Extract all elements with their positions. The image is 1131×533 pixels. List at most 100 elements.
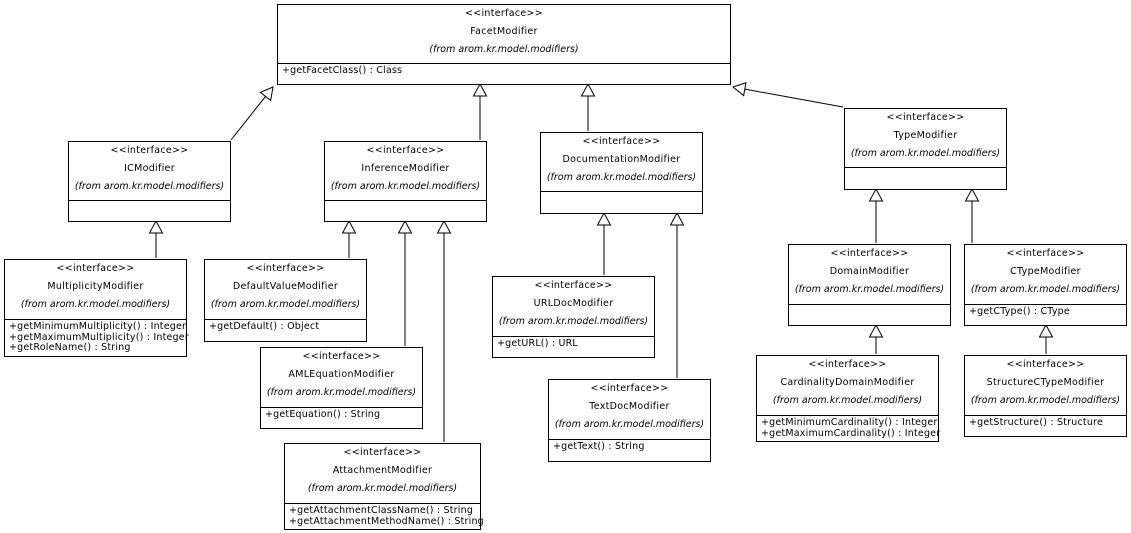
operations-compartment: +getURL() : URL	[493, 337, 654, 357]
generalization-arrowhead-type-modifier	[731, 82, 747, 97]
package-note: (from arom.kr.model.modifiers)	[554, 419, 705, 430]
name-compartment: <<interface>>StructureCTypeModifier(from…	[965, 356, 1126, 416]
package-note: (from arom.kr.model.modifiers)	[266, 387, 417, 398]
operations-compartment: +getEquation() : String	[261, 408, 422, 428]
operation: +getMinimumCardinality() : Integer	[761, 417, 938, 428]
class-cardinality-domain-modifier: <<interface>>CardinalityDomainModifier(f…	[756, 355, 941, 442]
class-name: StructureCTypeModifier	[986, 377, 1105, 388]
operations-compartment: +getStructure() : Structure	[965, 416, 1126, 436]
package-note: (from arom.kr.model.modifiers)	[307, 483, 458, 494]
stereotype: <<interface>>	[886, 112, 965, 123]
class-name: TypeModifier	[893, 130, 958, 141]
operation: +getAttachmentMethodName() : String	[289, 515, 484, 527]
operations-compartment	[69, 201, 230, 221]
generalization-line-ic-modifier	[230, 96, 266, 141]
generalization-arrowhead-documentation-modifier	[580, 82, 596, 97]
class-inference-modifier: <<interface>>InferenceModifier(from arom…	[324, 141, 487, 222]
operations-compartment: +getCType() : CType	[965, 305, 1126, 325]
generalization-line-type-modifier	[744, 88, 844, 108]
class-name: CTypeModifier	[1010, 266, 1081, 277]
class-aml-equation-modifier: <<interface>> AMLEquationModifier (from ar…	[260, 347, 423, 429]
package-note: (from arom.kr.model.modifiers)	[74, 181, 225, 192]
class-c-type-modifier: <<interface>> CTypeModifier (from arom.kr.…	[964, 244, 1127, 326]
name-compartment: <<interface>>DomainModifier(from arom.kr…	[789, 245, 950, 305]
generalization-arrowhead-attachment-modifier	[436, 219, 452, 234]
operation: +getText() : String	[553, 441, 645, 452]
name-compartment: <<interface>> CTypeModifier (from arom.kr.…	[965, 245, 1126, 305]
class-name: MultiplicityModifier	[47, 281, 144, 292]
operation: +getFacetClass() : Class	[282, 65, 403, 76]
stereotype: <<interface>>	[302, 351, 381, 362]
class-text-doc-modifier: <<interface>> TextDocModifier (from arom.k…	[548, 379, 711, 462]
class-domain-modifier: <<interface>>DomainModifier(from arom.kr…	[788, 244, 951, 326]
class-name: CardinalityDomainModifier	[780, 377, 915, 388]
operations-compartment: +getText() : String	[549, 440, 710, 461]
class-name: DefaultValueModifier	[232, 281, 339, 292]
generalization-arrowhead-ic-modifier	[259, 86, 274, 102]
name-compartment: <<interface>>InferenceModifier(from arom…	[325, 142, 486, 201]
class-url-doc-modifier: <<interface>>URLDocModifier(from arom.kr…	[492, 276, 655, 358]
class-name: TextDocModifier	[589, 401, 670, 412]
stereotype: <<interface>>	[534, 280, 613, 291]
stereotype: <<interface>>	[1006, 359, 1085, 370]
stereotype: <<interface>>	[1006, 248, 1085, 259]
package-note: (from arom.kr.model.modifiers)	[970, 284, 1121, 295]
name-compartment: <<interface>> TextDocModifier (from arom.k…	[549, 380, 710, 440]
name-compartment: <<interface>> AMLEquationModifier (from ar…	[261, 348, 422, 408]
class-facet-modifier: <<interface>> FacetModifier (from arom.kr.…	[277, 4, 731, 85]
operations-compartment	[541, 192, 702, 213]
class-structure-c-type-modifier: <<interface>>StructureCTypeModifier(from…	[964, 355, 1127, 437]
class-name: ICModifier	[124, 163, 175, 174]
class-name: AttachmentModifier	[332, 465, 433, 476]
operations-compartment	[845, 168, 1006, 189]
name-compartment: <<interface>>DocumentationModifier(from …	[541, 133, 702, 192]
operations-compartment	[789, 305, 950, 325]
name-compartment: <<interface>>DefaultValueModifier(from a…	[205, 260, 366, 320]
operations-compartment	[325, 201, 486, 221]
operation: +getStructure() : Structure	[969, 417, 1103, 428]
generalization-arrowhead-default-value-modifier	[341, 219, 357, 234]
class-documentation-modifier: <<interface>>DocumentationModifier(from …	[540, 132, 703, 214]
generalization-arrowhead-multiplicity-modifier	[148, 219, 164, 234]
operation: +getAttachmentClassName() : String	[289, 505, 474, 516]
package-note: (from arom.kr.model.modifiers)	[20, 299, 171, 310]
package-note: (from arom.kr.model.modifiers)	[429, 44, 579, 55]
name-compartment: <<interface>>ICModifier(from arom.kr.mod…	[69, 142, 230, 201]
generalization-arrowhead-text-doc-modifier	[669, 211, 685, 226]
class-name: DomainModifier	[829, 266, 910, 277]
package-note: (from arom.kr.model.modifiers)	[210, 299, 361, 310]
package-note: (from arom.kr.model.modifiers)	[330, 181, 481, 192]
class-attachment-modifier: <<interface>> AttachmentModifier (from aro…	[284, 443, 484, 530]
name-compartment: <<interface>>URLDocModifier(from arom.kr…	[493, 277, 654, 337]
name-compartment: <<interface>> TypeModifier (from arom.kr.m…	[845, 109, 1006, 168]
stereotype: <<interface>>	[464, 8, 544, 19]
generalization-arrowhead-url-doc-modifier	[596, 211, 612, 226]
operation: +getMinimumMultiplicity() : Integer	[9, 321, 187, 332]
operation: +getCType() : CType	[969, 306, 1070, 317]
name-compartment: <<interface>> MultiplicityModifier (from a…	[5, 260, 186, 320]
generalization-arrowhead-c-type-modifier	[964, 187, 980, 202]
generalization-arrowhead-domain-modifier	[868, 187, 884, 202]
stereotype: <<interface>>	[830, 248, 909, 259]
stereotype: <<interface>>	[56, 263, 135, 274]
operation: +getURL() : URL	[497, 338, 578, 349]
package-note: (from arom.kr.model.modifiers)	[850, 148, 1001, 159]
operation: +getMaximumCardinality() : Integer	[761, 427, 941, 439]
class-default-value-modifier: <<interface>>DefaultValueModifier(from a…	[204, 259, 367, 342]
stereotype: <<interface>>	[582, 136, 661, 147]
class-name: FacetModifier	[470, 26, 538, 37]
class-name: URLDocModifier	[533, 298, 614, 309]
name-compartment: <<interface>> FacetModifier (from arom.kr.…	[278, 5, 730, 64]
package-note: (from arom.kr.model.modifiers)	[546, 172, 697, 183]
stereotype: <<interface>>	[343, 447, 422, 458]
generalization-arrowhead-structure-c-type-modifier	[1038, 323, 1054, 338]
class-name: AMLEquationModifier	[288, 369, 395, 380]
stereotype: <<interface>>	[366, 145, 445, 156]
operation: +getEquation() : String	[265, 409, 381, 420]
generalization-arrowhead-inference-modifier	[472, 82, 488, 97]
stereotype: <<interface>>	[590, 383, 669, 394]
operations-compartment: +getFacetClass() : Class	[278, 64, 730, 84]
class-type-modifier: <<interface>> TypeModifier (from arom.kr.m…	[844, 108, 1007, 190]
stereotype: <<interface>>	[808, 359, 887, 370]
